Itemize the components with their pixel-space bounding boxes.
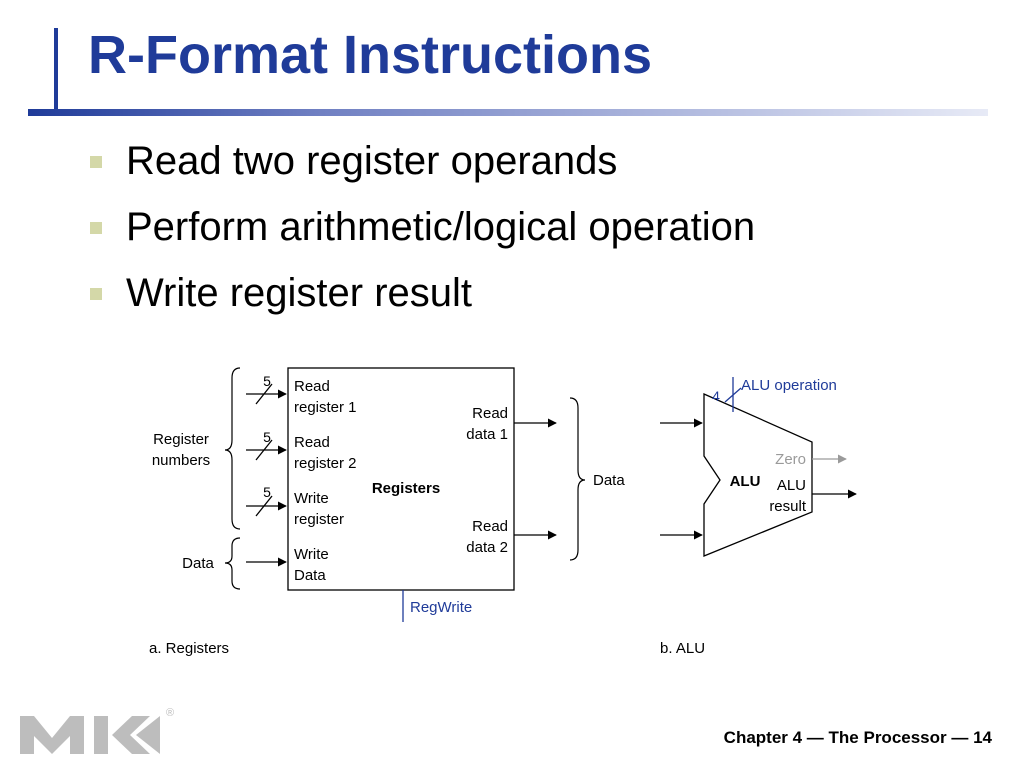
alu-result-label-line2: result — [769, 498, 807, 515]
bus-width-slash — [255, 439, 273, 461]
alu-result-label: ALU — [777, 477, 806, 494]
read-data-2-label-line2: data 2 — [466, 539, 508, 556]
read-data-1-label-line2: data 1 — [466, 426, 508, 443]
bus-width-slash — [255, 383, 273, 405]
regwrite-label: RegWrite — [410, 599, 472, 616]
register-numbers-brace — [224, 367, 241, 530]
alu-label: ALU — [730, 473, 761, 490]
read-register-1-label-line2: register 1 — [294, 399, 357, 416]
register-file-block — [287, 367, 515, 591]
write-register-label: Write — [294, 490, 329, 507]
bullet-list: Read two register operands Perform arith… — [90, 138, 755, 336]
slide-footer: Chapter 4 — The Processor — 14 — [723, 728, 992, 747]
logo-k-accent — [136, 716, 160, 754]
read-register-1-label: Read — [294, 378, 330, 395]
write-data-label: Write — [294, 546, 329, 563]
register-file-label: Registers — [372, 480, 440, 497]
read-register-2-label-line2: register 2 — [294, 455, 357, 472]
register-numbers-label: Register — [153, 431, 209, 448]
data-out-brace — [569, 397, 586, 561]
slide-title: R-Format Instructions — [88, 25, 653, 85]
logo-k-arm — [112, 716, 150, 754]
bullet-square-icon — [90, 156, 102, 168]
data-out-label: Data — [593, 472, 625, 489]
data-in-brace — [224, 537, 241, 590]
alu-block — [703, 392, 813, 557]
read-data-2-label: Read — [472, 518, 508, 535]
bullet-text: Perform arithmetic/logical operation — [126, 205, 756, 249]
bullet-text: Read two register operands — [126, 139, 618, 183]
write-register-label-line2: register — [294, 511, 344, 528]
bullet-text: Write register result — [126, 271, 473, 315]
read-register-2-label: Read — [294, 434, 330, 451]
bullet-item: Perform arithmetic/logical operation — [90, 204, 755, 270]
bullet-square-icon — [90, 222, 102, 234]
read-data-1-label: Read — [472, 405, 508, 422]
bullet-square-icon — [90, 288, 102, 300]
bullet-item: Read two register operands — [90, 138, 755, 204]
registered-mark: ® — [166, 707, 174, 719]
bus-width-label: 5 — [263, 373, 271, 389]
alu-control-width-label: 4 — [712, 388, 720, 404]
bus-width-slash — [255, 495, 273, 517]
write-data-label-line2: Data — [294, 567, 326, 584]
title-underline — [28, 109, 988, 116]
title-accent-vertical — [54, 28, 58, 116]
alu-caption: b. ALU — [660, 640, 705, 657]
bullet-item: Write register result — [90, 270, 755, 336]
registers-caption: a. Registers — [149, 640, 229, 657]
alu-control-width-slash — [724, 387, 742, 403]
alu-operation-label: ALU operation — [741, 377, 837, 394]
bus-width-label: 5 — [263, 429, 271, 445]
bus-width-label: 5 — [263, 484, 271, 500]
zero-label: Zero — [775, 451, 806, 468]
publisher-logo: ® — [20, 707, 174, 754]
data-in-label: Data — [182, 555, 214, 572]
logo-m-shape — [20, 716, 84, 754]
register-numbers-label-line2: numbers — [152, 452, 210, 469]
logo-k-stem — [94, 716, 108, 754]
